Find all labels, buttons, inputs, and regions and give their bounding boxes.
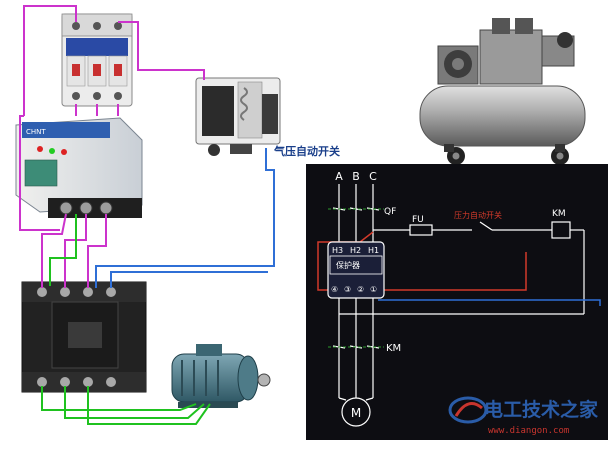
- breaker-label: QF: [384, 207, 396, 217]
- protector-label: 保护器: [336, 260, 360, 270]
- protector-terminal-2: ②: [357, 285, 364, 294]
- pressure-switch-label: 气压自动开关: [273, 144, 340, 158]
- electric-motor-icon: [171, 344, 271, 408]
- motor-protector-icon: CHNT: [15, 117, 143, 218]
- watermark-title: 电工技术之家: [484, 398, 599, 421]
- phase-label-a: A: [335, 170, 343, 183]
- protector-terminal-h2: H2: [350, 246, 361, 255]
- protector-terminal-3: ③: [344, 285, 351, 294]
- watermark-url: www.diangon.com: [488, 426, 569, 436]
- protector-terminal-h1: H1: [368, 246, 379, 255]
- protector-terminal-h3: H3: [332, 246, 343, 255]
- contactor-label: KM: [386, 343, 401, 354]
- protector-terminal-1: ①: [370, 285, 377, 294]
- coil-label: KM: [552, 209, 566, 219]
- switch-label: 压力自动开关: [454, 210, 502, 220]
- fuse-label: FU: [412, 215, 424, 225]
- wiring-green: [41, 214, 211, 425]
- air-compressor-icon: [419, 18, 586, 165]
- svg-text:CHNT: CHNT: [26, 128, 46, 136]
- contactor-icon: [21, 281, 147, 393]
- phase-label-c: C: [369, 170, 377, 183]
- watermark-logo-icon: [448, 396, 488, 424]
- circuit-breaker-icon: [61, 13, 133, 107]
- motor-label: M: [351, 406, 361, 420]
- pressure-switch-icon: [195, 77, 281, 156]
- wiring-blue: [95, 148, 275, 288]
- schematic-panel: [306, 164, 608, 440]
- phase-label-b: B: [352, 170, 360, 183]
- protector-terminal-4: ④: [331, 285, 338, 294]
